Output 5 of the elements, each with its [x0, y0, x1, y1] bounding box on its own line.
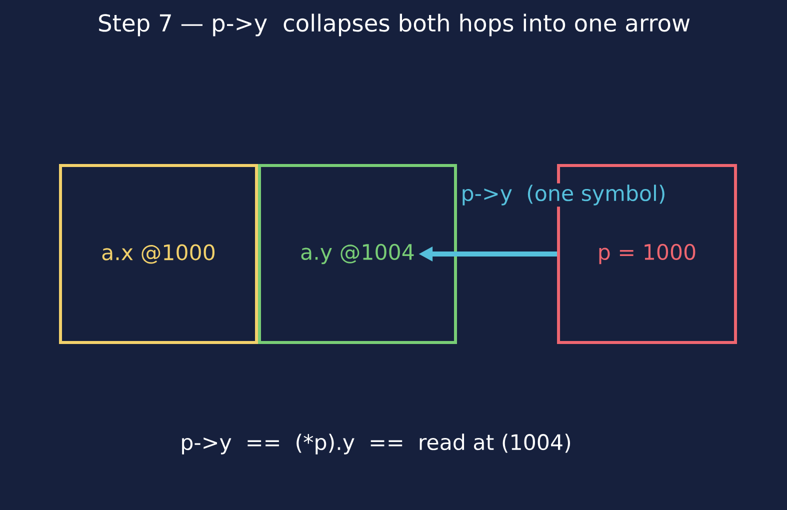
- title: Step 7 — p->y collapses both hops into one arrow: [99, 14, 690, 36]
- note-text: p->y == (*p).y == read at (1004): [182, 434, 570, 454]
- memory-box: a.x @1000: [59, 164, 258, 344]
- edge-label: p->y (one symbol): [459, 183, 668, 207]
- memory-box: a.y @1004: [258, 164, 457, 344]
